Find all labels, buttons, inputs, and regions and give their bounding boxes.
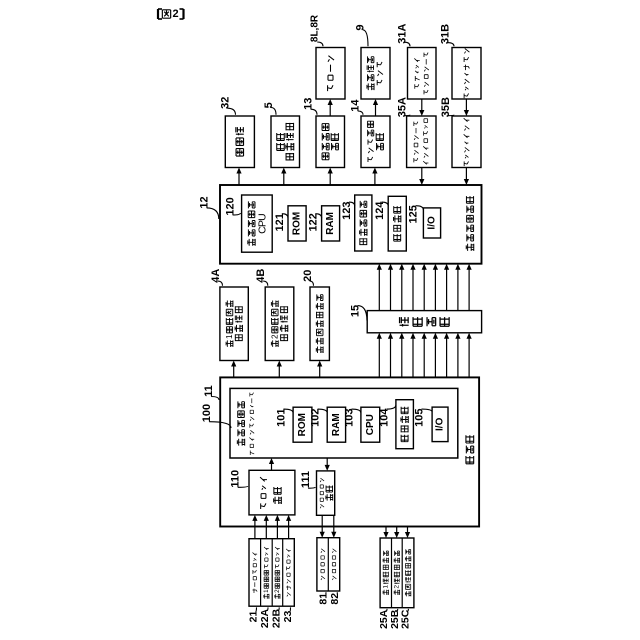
svg-text:12: 12: [199, 196, 211, 208]
svg-text:101: 101: [276, 409, 288, 427]
svg-text:105: 105: [414, 409, 426, 427]
svg-text:11: 11: [203, 385, 215, 397]
svg-text:123: 123: [341, 202, 353, 220]
svg-text:RAM: RAM: [325, 212, 336, 235]
svg-text:23: 23: [282, 611, 294, 623]
svg-text:13: 13: [303, 98, 315, 110]
svg-text:C: C: [256, 226, 268, 234]
svg-text:I/O: I/O: [435, 417, 446, 431]
svg-text:32: 32: [219, 97, 231, 109]
svg-text:25A: 25A: [378, 609, 390, 629]
svg-text:120: 120: [225, 197, 237, 215]
svg-text:125: 125: [408, 205, 420, 223]
svg-text:22A: 22A: [259, 608, 271, 628]
svg-text:82: 82: [329, 593, 341, 605]
svg-text:81: 81: [317, 593, 329, 605]
svg-text:1: 1: [382, 585, 389, 589]
svg-text:35B: 35B: [440, 97, 452, 117]
svg-text:5: 5: [263, 102, 275, 108]
svg-text:121: 121: [274, 213, 286, 231]
svg-text:25C: 25C: [400, 609, 412, 629]
svg-text:22B: 22B: [270, 608, 282, 628]
svg-text:103: 103: [344, 409, 356, 427]
svg-text:15: 15: [350, 305, 362, 317]
svg-text:2: 2: [270, 334, 279, 339]
svg-text:111: 111: [300, 471, 312, 488]
svg-text:RAM: RAM: [331, 413, 342, 436]
svg-text:8L,8R: 8L,8R: [310, 14, 321, 42]
svg-text:2: 2: [393, 585, 400, 589]
svg-text:31B: 31B: [439, 24, 451, 44]
svg-text:P: P: [256, 220, 268, 227]
svg-text:14: 14: [350, 99, 362, 112]
svg-text:20: 20: [302, 270, 314, 282]
svg-text:CPU: CPU: [365, 414, 376, 435]
svg-text:124: 124: [374, 201, 386, 220]
svg-text:100: 100: [201, 404, 213, 422]
svg-text:31A: 31A: [396, 23, 408, 43]
svg-text:122: 122: [307, 213, 319, 231]
svg-text:102: 102: [310, 409, 322, 427]
svg-text:4B: 4B: [255, 269, 267, 283]
svg-text:ROM: ROM: [292, 212, 303, 235]
svg-text:110: 110: [230, 470, 242, 488]
svg-text:35A: 35A: [396, 97, 408, 117]
svg-text:U: U: [256, 213, 268, 221]
svg-text:2: 2: [274, 589, 281, 593]
svg-text:2: 2: [172, 8, 178, 20]
svg-text:104: 104: [379, 408, 391, 427]
svg-text:ROM: ROM: [297, 413, 308, 436]
svg-text:4A: 4A: [210, 269, 222, 283]
svg-text:I/O: I/O: [427, 216, 438, 230]
svg-text:21: 21: [248, 611, 260, 623]
svg-text:9: 9: [355, 25, 367, 31]
svg-text:1: 1: [225, 334, 234, 339]
svg-text:25B: 25B: [389, 609, 401, 629]
svg-text:1: 1: [263, 589, 270, 593]
